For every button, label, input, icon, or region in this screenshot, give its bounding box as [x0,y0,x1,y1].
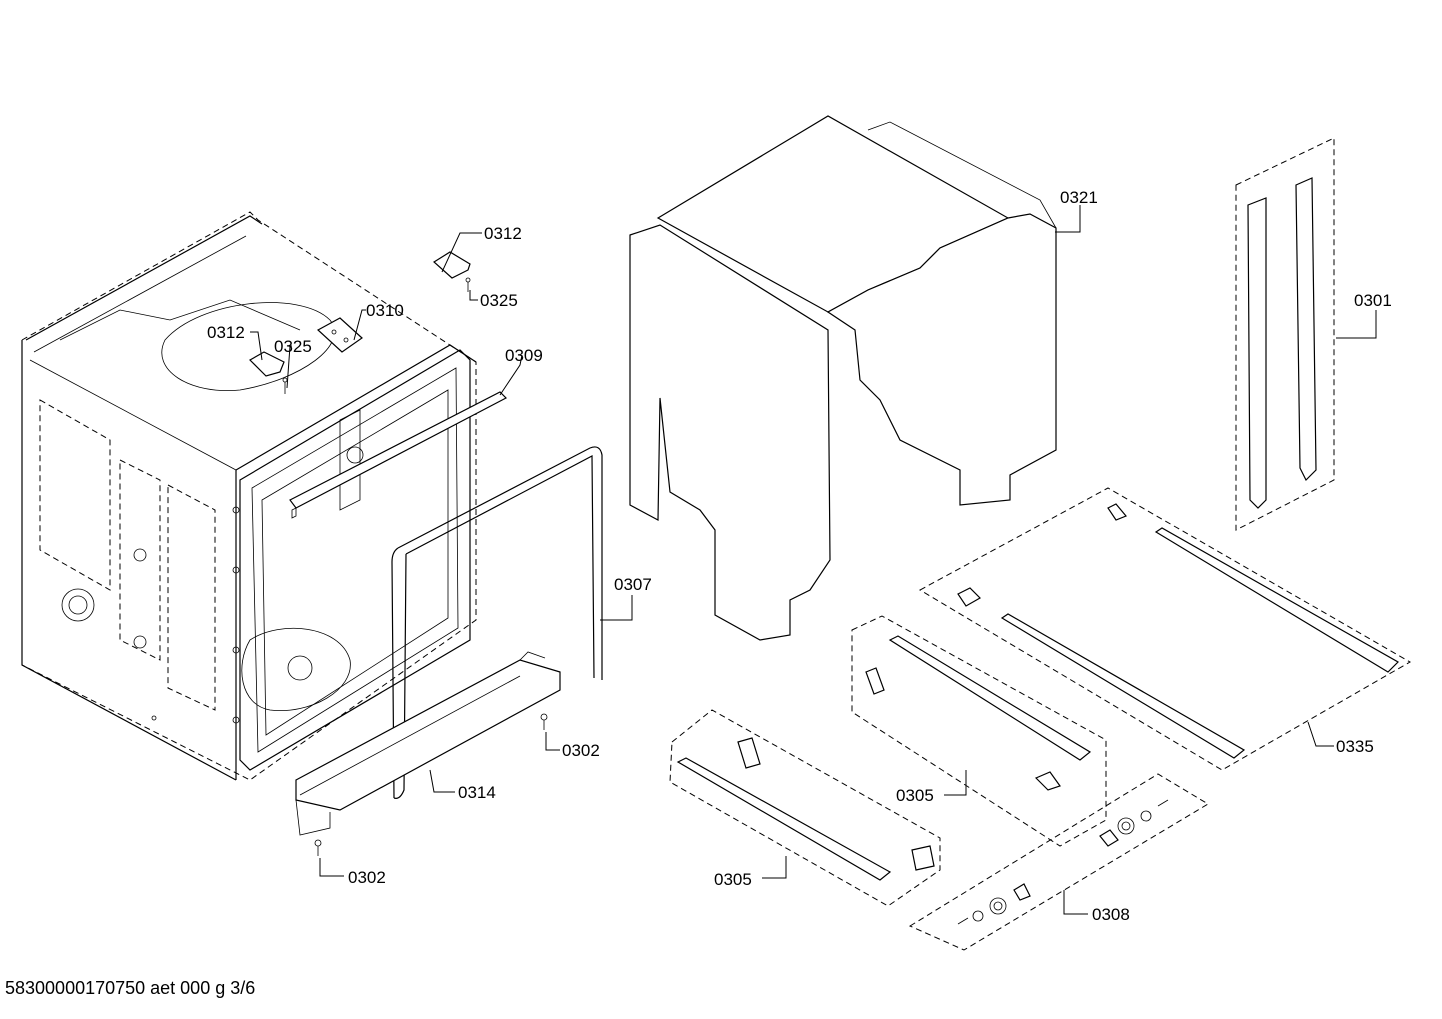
label-0302-bottom: 0302 [348,868,386,887]
part-0307-seal [391,446,603,799]
screws [282,277,548,856]
part-0335-assembly [918,487,1412,771]
label-0301: 0301 [1354,291,1392,310]
label-0325-top: 0325 [480,291,518,310]
part-0314-bracket [295,651,561,836]
label-0312-left: 0312 [207,323,245,342]
label-0325-left: 0325 [274,337,312,356]
drawing-footer-id: 58300000170750 aet 000 g 3/6 [5,978,256,998]
part-0321-insulation [629,115,1057,641]
label-0314: 0314 [458,783,496,802]
part-0310-bracket [316,317,363,353]
label-0335: 0335 [1336,737,1374,756]
label-0302-right: 0302 [562,741,600,760]
label-0308: 0308 [1092,905,1130,924]
leader-lines [250,205,1377,915]
label-0305-low: 0305 [714,870,752,889]
part-0305-mid-assembly [851,615,1107,847]
part-0308-assembly [908,773,1209,951]
part-labels: 0312 0325 0310 0312 0325 0309 0307 0302 … [207,188,1392,924]
label-0312-top: 0312 [484,224,522,243]
part-0301-rails [1235,137,1335,531]
tub-frame [21,211,477,781]
part-0309-strip [289,391,508,519]
label-0305-mid: 0305 [896,786,934,805]
label-0321: 0321 [1060,188,1098,207]
label-0310: 0310 [366,301,404,320]
part-0305-low-assembly [669,709,941,907]
label-0309: 0309 [505,346,543,365]
label-0307: 0307 [614,575,652,594]
part-0312-clips [249,251,471,377]
